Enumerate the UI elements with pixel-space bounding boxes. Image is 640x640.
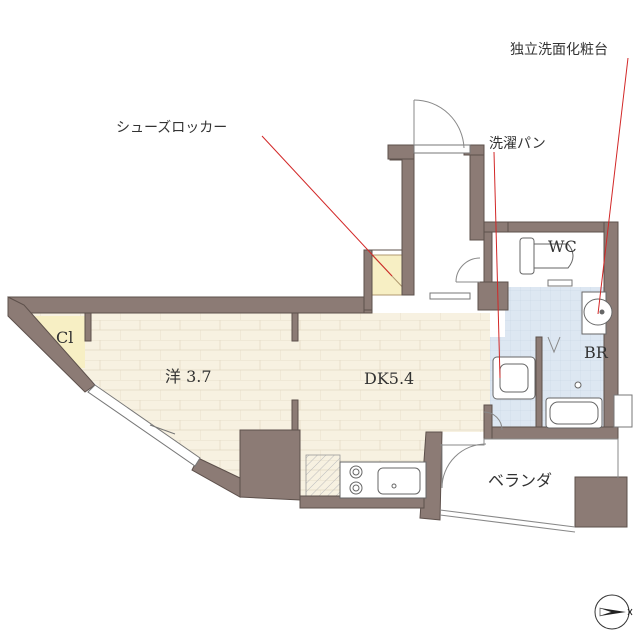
- western-room-floor: [18, 313, 292, 495]
- shoe-locker-leader: [261, 135, 393, 277]
- closet-label: Cl: [56, 328, 73, 347]
- laundry-pan-leader: [493, 151, 501, 379]
- toilet-bowl: [533, 243, 574, 269]
- fixtures: [339, 237, 613, 499]
- dk-label: DK5.4: [364, 369, 414, 388]
- walls: [7, 144, 628, 528]
- entrance-floor: [414, 155, 474, 290]
- veranda: [439, 438, 619, 533]
- veranda-label: ベランダ: [488, 471, 552, 490]
- kitchen-sink: [377, 467, 421, 495]
- doors: [413, 99, 561, 489]
- shoe-locker-callout: シューズロッカー: [116, 120, 227, 136]
- kitchen-grate: [305, 454, 341, 498]
- leader-lines: [261, 57, 629, 379]
- western-room-label: 洋 3.7: [165, 367, 212, 386]
- bathroom-label: BR: [584, 343, 609, 362]
- toilet-label: WC: [548, 237, 577, 256]
- vanity-callout: 独立洗面化粧台: [510, 42, 608, 58]
- toilet-tank: [519, 237, 535, 275]
- laundry-pan-callout: 洗濯パン: [489, 136, 546, 152]
- window-openings: [87, 144, 633, 467]
- vanity-leader: [597, 57, 629, 315]
- north-arrow-icon: [594, 594, 633, 630]
- dk-floor: [292, 313, 490, 500]
- floor-areas: [18, 155, 615, 500]
